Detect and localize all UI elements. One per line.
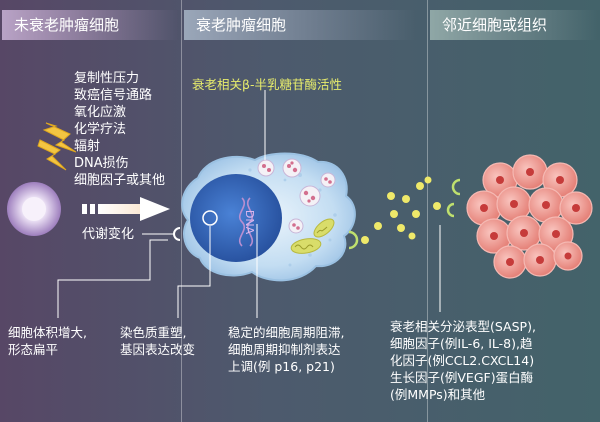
panel-divider-right xyxy=(427,0,428,422)
stressor-item: DNA损伤 xyxy=(74,156,129,171)
normal-tumor-cell xyxy=(7,182,61,236)
receptor-icon xyxy=(446,202,455,218)
vesicle-icon xyxy=(299,185,321,207)
annotation-line: 上调(例 p16, p21) xyxy=(228,359,335,374)
panel-divider-left xyxy=(181,0,182,422)
vesicle-icon xyxy=(257,159,275,177)
lightning-icon xyxy=(42,122,77,153)
metabolic-change-label: 代谢变化 xyxy=(82,227,135,242)
vesicle-icon xyxy=(282,158,302,178)
vesicle-icon xyxy=(288,218,304,234)
annotation-line: 衰老相关分泌表型(SASP), xyxy=(390,319,536,334)
stressor-item: 化学疗法 xyxy=(74,122,127,137)
annotation-line: (例MMPs)和其他 xyxy=(390,387,486,402)
leader-lines xyxy=(57,90,441,318)
transformation-arrow xyxy=(82,197,170,221)
stressor-item: 复制性压力 xyxy=(74,71,140,86)
receptor-icon xyxy=(173,227,181,241)
mitochondria-icon xyxy=(313,218,335,238)
annotation-line: 基因表达改变 xyxy=(120,342,196,357)
panel-title-normal-tumor-cell: 未衰老肿瘤细胞 xyxy=(2,10,178,40)
receptor-icon xyxy=(451,178,461,196)
enzyme-activity-label: 衰老相关β-半乳糖苷酶活性 xyxy=(192,77,342,92)
stressor-item: 氧化应激 xyxy=(74,105,127,120)
annotation-line: 细胞周期抑制剂表达 xyxy=(228,342,341,357)
annotation-line: 染色质重塑, xyxy=(120,325,187,340)
annotation-line: 稳定的细胞周期阻滞, xyxy=(228,325,345,340)
panel-title-neighbor-tissue: 邻近细胞或组织 xyxy=(430,10,598,40)
annotation-line: 化因子(例CCL2.CXCL14) xyxy=(390,353,535,368)
annotation-line: 形态扁平 xyxy=(8,342,59,357)
dna-label: DNA xyxy=(243,210,256,235)
annotation-line: 细胞因子(例IL-6, IL-8),趋 xyxy=(390,336,533,351)
annotation-line: 生长因子(例VEGF)蛋白酶 xyxy=(390,370,534,385)
panel-title-senescent-tumor-cell: 衰老肿瘤细胞 xyxy=(184,10,416,40)
dna-strand-icon xyxy=(238,197,254,247)
mitochondria-icon xyxy=(290,238,322,254)
annotation-line: 细胞体积增大, xyxy=(8,325,87,340)
nucleus: DNA xyxy=(190,174,282,262)
vesicle-icon xyxy=(320,172,336,188)
sasp-particles xyxy=(361,176,441,244)
receptor-icon xyxy=(348,230,359,250)
stressor-item: 致癌信号通路 xyxy=(74,88,153,103)
stressor-item: 辐射 xyxy=(74,139,101,154)
stressor-item: 细胞因子或其他 xyxy=(74,173,166,188)
